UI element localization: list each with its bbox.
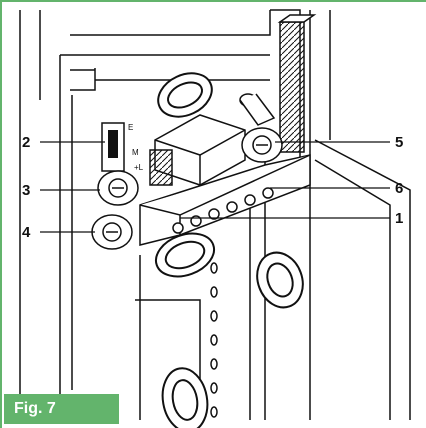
right-grommet xyxy=(256,251,304,309)
dip-switch xyxy=(101,122,125,172)
housing-outline xyxy=(19,9,411,420)
callout-5: 5 xyxy=(395,134,403,151)
switch-label-m: M xyxy=(132,148,139,157)
terminal-block xyxy=(139,154,311,246)
switch-label-l: +L xyxy=(134,163,144,172)
figure-badge: Fig. 7 xyxy=(4,394,119,424)
screw-right xyxy=(241,127,283,163)
vertical-bar xyxy=(277,14,317,153)
screw-left-lower xyxy=(91,214,133,250)
callout-6: 6 xyxy=(395,180,403,197)
top-accent-rule xyxy=(0,0,426,2)
switch-label-e: E xyxy=(128,123,133,132)
vent-slots xyxy=(210,262,218,418)
callout-1: 1 xyxy=(395,210,403,227)
cylinder-post xyxy=(239,93,276,126)
bottom-grommet xyxy=(161,367,209,428)
callout-3: 3 xyxy=(22,182,30,199)
relay-module xyxy=(149,114,246,186)
callout-4: 4 xyxy=(22,224,31,241)
callout-2: 2 xyxy=(22,134,30,151)
center-grommet xyxy=(154,232,216,278)
left-accent-rule xyxy=(0,0,2,428)
top-grommet xyxy=(157,72,213,118)
screw-left-upper xyxy=(97,170,139,206)
callout-leaders xyxy=(40,141,390,233)
